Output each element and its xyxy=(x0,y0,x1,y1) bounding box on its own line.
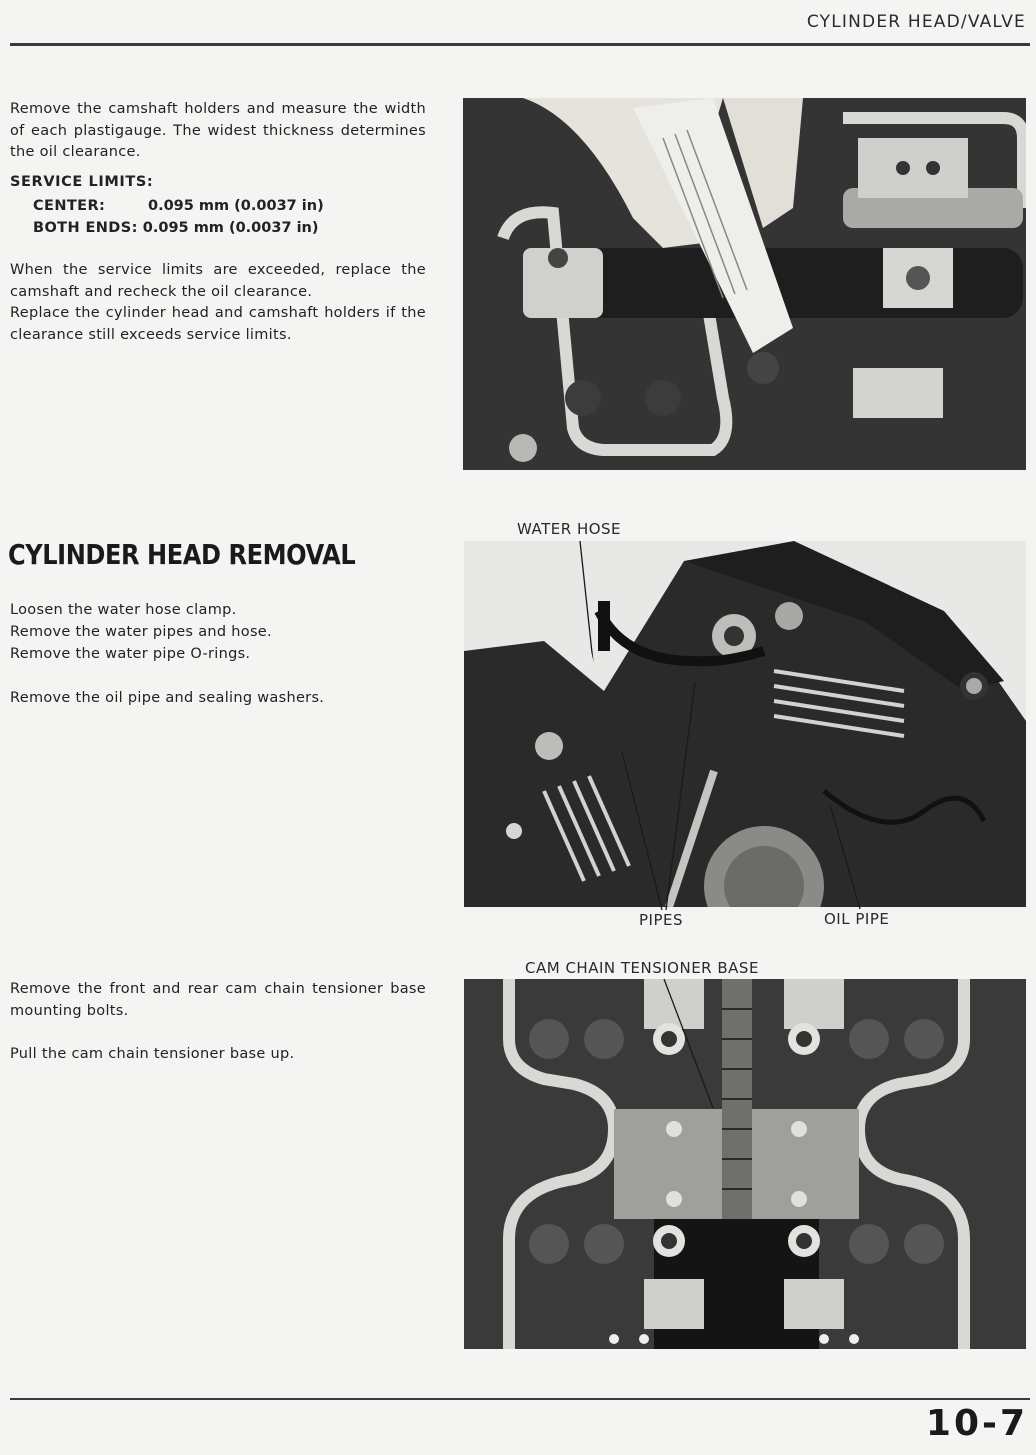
limit-row-both-ends: BOTH ENDS:0.095 mm (0.0037 in) xyxy=(33,220,319,236)
limit-value: 0.095 mm (0.0037 in) xyxy=(148,198,324,214)
water-pipes-photo xyxy=(464,541,1026,907)
plastigauge-photo xyxy=(463,98,1026,470)
exceed-replace-head-text: Replace the cylinder head and camshaft h… xyxy=(10,305,426,343)
tensioner-base-callout: CAM CHAIN TENSIONER BASE xyxy=(525,959,759,977)
limit-label: CENTER: xyxy=(33,198,106,214)
tensioner-base-photo xyxy=(464,979,1026,1349)
limit-value: 0.095 mm (0.0037 in) xyxy=(142,220,319,236)
page-number: 10-7 xyxy=(925,1403,1028,1444)
oil-pipe-callout: OIL PIPE xyxy=(824,910,890,928)
header-rule xyxy=(10,43,1030,46)
exceed-replace-camshaft-text: When the service limits are exceeded, re… xyxy=(10,262,426,300)
section-heading: CYLINDER HEAD REMOVAL xyxy=(8,538,356,571)
step-remove-oil-pipe: Remove the oil pipe and sealing washers. xyxy=(10,690,325,706)
camshaft-intro-text: Remove the camshaft holders and measure … xyxy=(10,101,426,160)
service-limits-title: SERVICE LIMITS: xyxy=(10,174,154,190)
step-remove-tensioner-bolts: Remove the front and rear cam chain tens… xyxy=(10,981,426,1019)
step-remove-water-pipes: Remove the water pipes and hose. xyxy=(10,624,272,640)
footer-rule xyxy=(10,1398,1030,1400)
pipes-callout: PIPES xyxy=(639,911,684,929)
limit-row-center: CENTER: 0.095 mm (0.0037 in) xyxy=(33,198,324,214)
step-remove-o-rings: Remove the water pipe O-rings. xyxy=(10,646,251,662)
running-header: CYLINDER HEAD/VALVE xyxy=(806,12,1026,32)
limit-label: BOTH ENDS: xyxy=(33,220,138,236)
step-pull-tensioner-base: Pull the cam chain tensioner base up. xyxy=(10,1046,295,1062)
step-loosen-hose-clamp: Loosen the water hose clamp. xyxy=(10,602,237,618)
water-hose-callout: WATER HOSE xyxy=(517,520,622,538)
